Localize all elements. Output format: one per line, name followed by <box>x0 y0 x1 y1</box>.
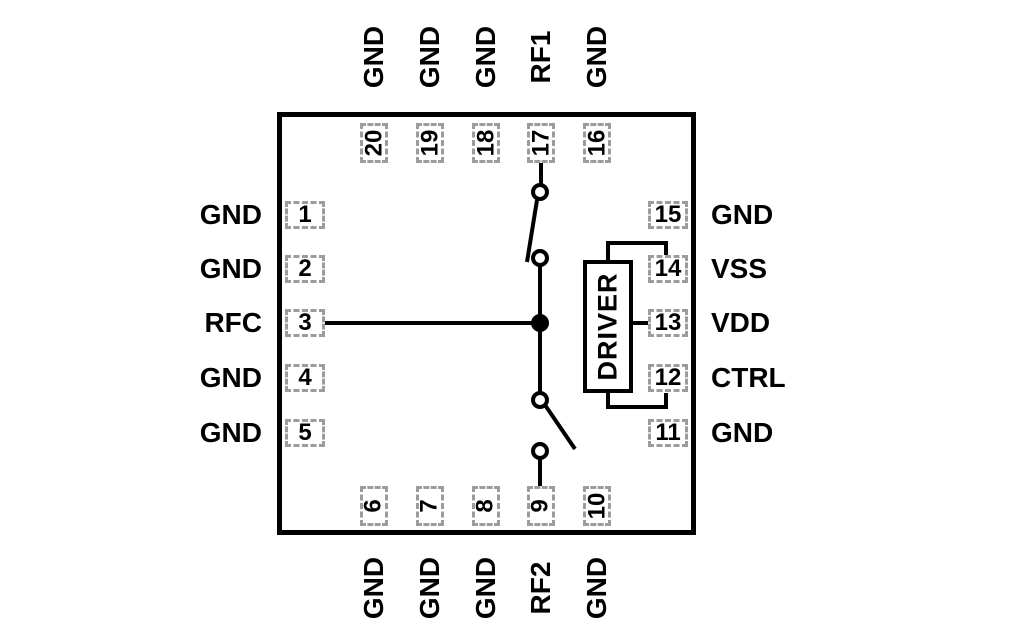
pin-20-number: 20 <box>360 129 388 157</box>
driver-block-label: DRIVER <box>592 272 623 381</box>
pin-15-label: GND <box>711 199 774 230</box>
pin-14-box: 14 <box>648 255 688 283</box>
chip-package-outline <box>277 112 696 535</box>
pin-10-box: 10 <box>583 486 611 526</box>
pin-1-box: 1 <box>285 201 325 229</box>
pin-18-box: 18 <box>472 123 500 163</box>
pin-9-label: RF2 <box>525 561 556 615</box>
pin-17-label: RF1 <box>525 30 556 84</box>
pin-1-label: GND <box>199 199 262 230</box>
pin-10-number: 10 <box>583 492 611 520</box>
pin-20-box: 20 <box>360 123 388 163</box>
pin-2-label: GND <box>199 253 262 284</box>
pin-19-label: GND <box>414 25 445 89</box>
pin-3-number: 3 <box>298 309 312 336</box>
pin-8-box: 8 <box>472 486 500 526</box>
pin-15-box: 15 <box>648 201 688 229</box>
pin-16-number: 16 <box>583 129 611 157</box>
pin-13-number: 13 <box>654 309 682 336</box>
pin-7-label: GND <box>414 556 445 620</box>
pin-6-box: 6 <box>360 486 388 526</box>
pin-9-box: 9 <box>527 486 555 526</box>
pin-14-number: 14 <box>654 255 682 282</box>
pin-5-box: 5 <box>285 419 325 447</box>
pin-15-number: 15 <box>654 201 682 228</box>
pin-5-number: 5 <box>298 419 312 446</box>
driver-block: DRIVER <box>583 260 633 393</box>
pin-16-label: GND <box>581 25 612 89</box>
pin-4-label: GND <box>199 362 262 393</box>
pin-4-number: 4 <box>298 364 312 391</box>
pin-5-label: GND <box>199 417 262 448</box>
pin-10-label: GND <box>581 556 612 620</box>
pin-2-number: 2 <box>298 255 312 282</box>
pin-18-label: GND <box>470 25 501 89</box>
pin-20-label: GND <box>358 25 389 89</box>
pin-11-number: 11 <box>655 419 681 446</box>
pin-2-box: 2 <box>285 255 325 283</box>
pin-16-box: 16 <box>583 123 611 163</box>
pin-1-number: 1 <box>298 201 312 228</box>
pin-6-number: 6 <box>359 499 387 513</box>
pin-19-box: 19 <box>416 123 444 163</box>
pin-13-box: 13 <box>648 309 688 337</box>
pin-12-box: 12 <box>648 364 688 392</box>
pin-8-number: 8 <box>471 499 499 513</box>
pin-6-label: GND <box>358 556 389 620</box>
pin-7-box: 7 <box>416 486 444 526</box>
pin-18-number: 18 <box>472 129 500 157</box>
pin-11-label: GND <box>711 417 774 448</box>
pin-7-number: 7 <box>415 499 443 513</box>
pin-12-label: CTRL <box>711 362 786 393</box>
pin-19-number: 19 <box>416 129 444 157</box>
pin-12-number: 12 <box>654 364 682 391</box>
pin-17-box: 17 <box>527 123 555 163</box>
pin-14-label: VSS <box>711 253 768 284</box>
pin-3-box: 3 <box>285 309 325 337</box>
pin-11-box: 11 <box>648 419 688 447</box>
pin-4-box: 4 <box>285 364 325 392</box>
pin-17-number: 17 <box>527 129 555 157</box>
pin-8-label: GND <box>470 556 501 620</box>
pin-3-label: RFC <box>204 307 262 338</box>
pin-9-number: 9 <box>526 499 554 513</box>
pin-13-label: VDD <box>711 307 771 338</box>
